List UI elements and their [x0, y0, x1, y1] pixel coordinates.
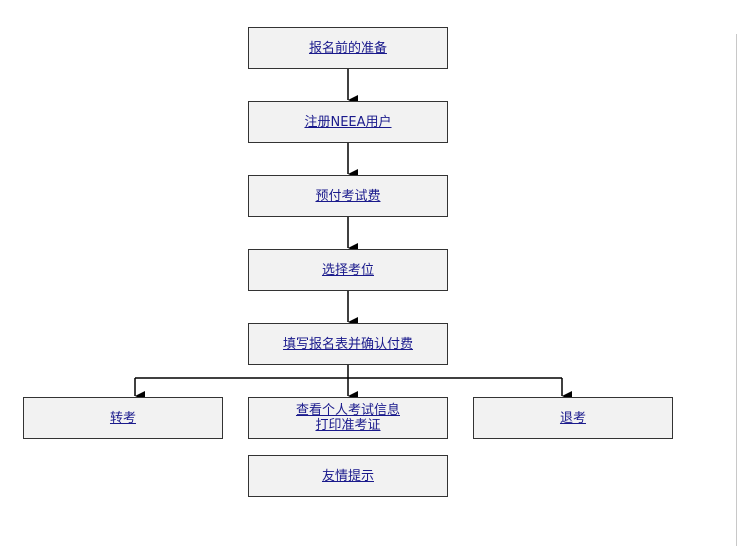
view-info-line2: 打印准考证	[315, 418, 381, 433]
step-fill-form-link[interactable]: 填写报名表并确认付费	[282, 336, 413, 352]
step-prepay-box: 预付考试费	[248, 175, 448, 217]
step-prepare-link[interactable]: 报名前的准备	[308, 40, 387, 56]
branch-view-info-link[interactable]: 查看个人考试信息 打印准考证	[296, 403, 400, 433]
step-prepare-box: 报名前的准备	[248, 27, 448, 69]
branch-withdraw-box: 退考	[473, 397, 673, 439]
step-register-link[interactable]: 注册NEEA用户	[304, 114, 392, 130]
step-register-box: 注册NEEA用户	[248, 101, 448, 143]
branch-view-info-box: 查看个人考试信息 打印准考证	[248, 397, 448, 439]
view-info-line1: 查看个人考试信息	[295, 403, 400, 418]
branch-transfer-link[interactable]: 转考	[109, 410, 136, 426]
branch-withdraw-link[interactable]: 退考	[559, 410, 586, 426]
step-choose-seat-link[interactable]: 选择考位	[321, 262, 374, 278]
branch-transfer-box: 转考	[23, 397, 223, 439]
step-fill-form-box: 填写报名表并确认付费	[248, 323, 448, 365]
tips-box: 友情提示	[248, 455, 448, 497]
step-prepay-link[interactable]: 预付考试费	[315, 188, 381, 204]
page-edge-divider	[736, 34, 737, 546]
step-choose-seat-box: 选择考位	[248, 249, 448, 291]
tips-link[interactable]: 友情提示	[321, 468, 374, 484]
